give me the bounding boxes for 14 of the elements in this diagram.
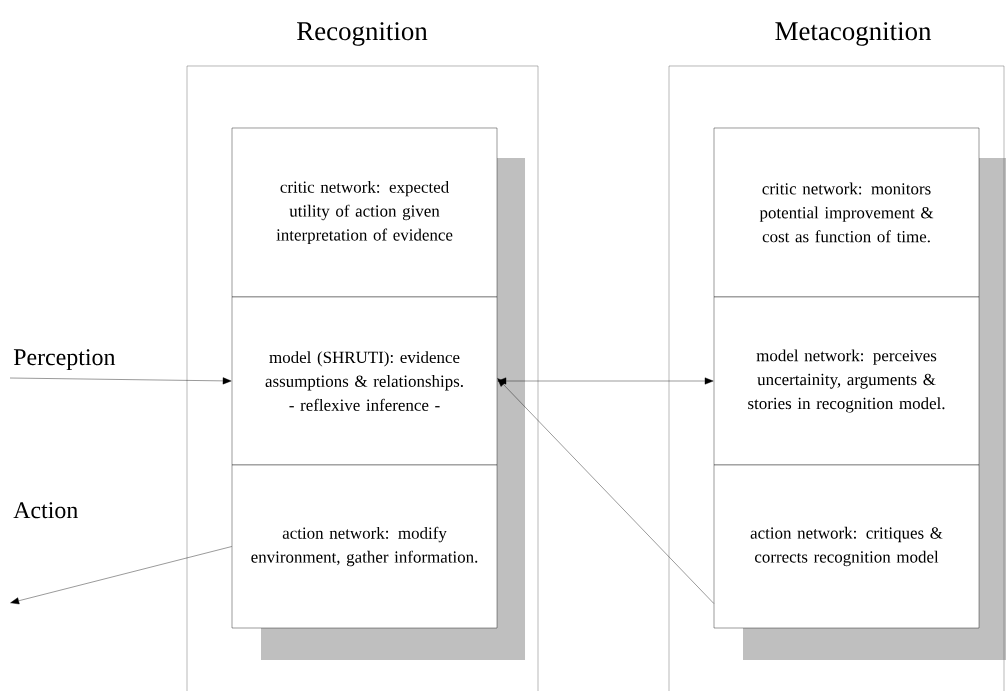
panel-heading: Recognition — [297, 22, 428, 46]
edge-label: Perception — [13, 349, 116, 371]
network-box: action network: critiques & corrects recognition model — [713, 464, 980, 629]
arrow — [10, 546, 232, 605]
network-box: critic network: expected utility of action given interpretation of evidence — [231, 127, 498, 298]
panel-heading: Metacognition — [775, 22, 932, 46]
edge-label: Action — [13, 502, 78, 519]
network-box: critic network: monitors potential improvement & cost as function of time. — [713, 127, 980, 298]
network-box: model network: perceives uncertainity, arguments & stories in recognition model. — [713, 296, 980, 466]
network-box: model (SHRUTI): evidence assumptions & relationships. - reflexive inference - — [231, 296, 498, 466]
arrow — [9, 377, 232, 385]
arrow — [497, 377, 714, 385]
network-box: action network: modify environment, gather information. — [231, 464, 498, 629]
arrow — [497, 378, 714, 604]
